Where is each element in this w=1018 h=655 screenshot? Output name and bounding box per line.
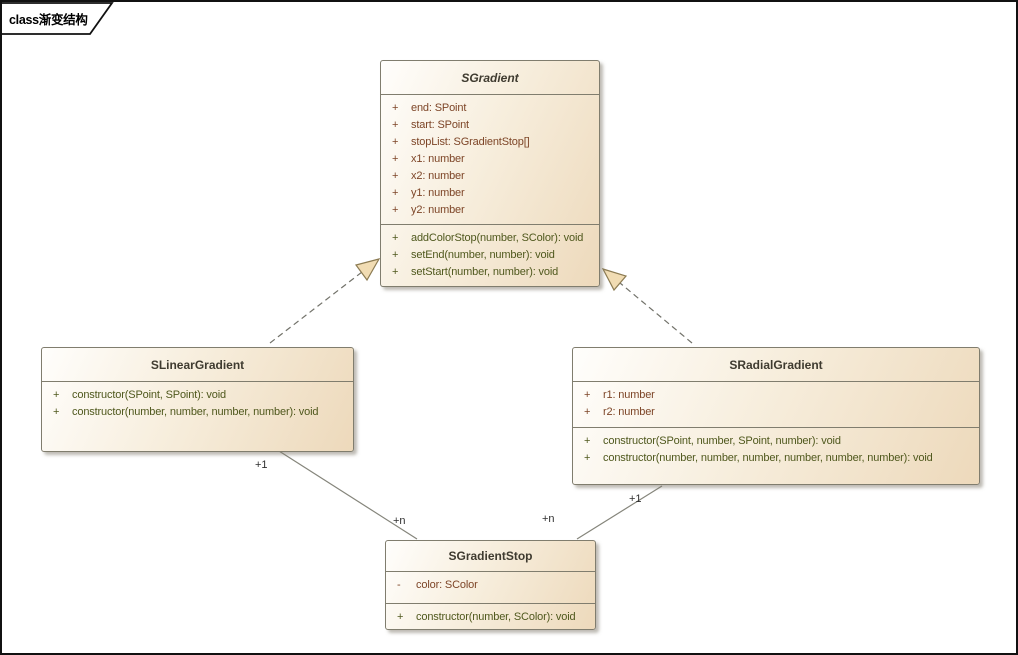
multiplicity-label: +1 xyxy=(629,493,642,505)
visibility: + xyxy=(392,249,399,261)
class-title: SRadialGradient xyxy=(729,357,823,372)
visibility: + xyxy=(584,389,591,401)
visibility: - xyxy=(397,579,401,591)
realization-linear-arrow-icon xyxy=(354,258,381,282)
visibility: + xyxy=(392,204,399,216)
method-signature: constructor(SPoint, SPoint): void xyxy=(72,389,227,401)
visibility: + xyxy=(584,452,591,464)
uml-attribute: + start: SPoint xyxy=(381,117,599,134)
method-signature: constructor(number, number, number, numb… xyxy=(72,406,319,418)
visibility: + xyxy=(392,153,399,165)
uml-method: + setStart(number, number): void xyxy=(381,264,599,281)
uml-attribute: + stopList: SGradientStop[] xyxy=(381,134,599,151)
attribute-signature: y1: number xyxy=(411,187,465,199)
attribute-signature: color: SColor xyxy=(416,579,478,591)
realization-radial-arrow-icon xyxy=(601,268,628,292)
methods-compartment: + constructor(SPoint, SPoint): void + co… xyxy=(42,381,353,451)
method-signature: setStart(number, number): void xyxy=(411,266,559,278)
attribute-signature: start: SPoint xyxy=(411,119,469,131)
visibility: + xyxy=(53,389,60,401)
uml-method: + addColorStop(number, SColor): void xyxy=(381,230,599,247)
uml-method: + constructor(SPoint, number, SPoint, nu… xyxy=(573,433,979,450)
visibility: + xyxy=(392,119,399,131)
visibility: + xyxy=(392,102,399,114)
uml-method: + constructor(number, SColor): void xyxy=(386,609,595,626)
uml-method: + setEnd(number, number): void xyxy=(381,247,599,264)
class-title: SLinearGradient xyxy=(150,357,245,372)
class-sradialgradient[interactable]: SRadialGradient + r1: number + r2: numbe… xyxy=(572,347,980,485)
attributes-compartment: - color: SColor xyxy=(386,571,595,603)
multiplicity-label: +n xyxy=(393,515,406,527)
class-title: SGradientStop xyxy=(448,549,533,563)
realization-radial-line[interactable] xyxy=(619,282,693,344)
visibility: + xyxy=(584,406,591,418)
realization-linear-line[interactable] xyxy=(269,271,363,344)
multiplicity-label: +1 xyxy=(255,459,268,471)
visibility: + xyxy=(53,406,60,418)
method-signature: constructor(SPoint, number, SPoint, numb… xyxy=(603,435,841,447)
diagram-type-label: class渐变结构 xyxy=(9,13,88,27)
methods-compartment: + addColorStop(number, SColor): void + s… xyxy=(381,224,599,286)
attribute-signature: y2: number xyxy=(411,204,465,216)
visibility: + xyxy=(392,232,399,244)
class-slineargradient[interactable]: SLinearGradient + constructor(SPoint, SP… xyxy=(41,347,354,452)
class-title: SGradient xyxy=(461,70,519,85)
attribute-signature: x2: number xyxy=(411,170,465,182)
attribute-signature: x1: number xyxy=(411,153,465,165)
uml-attribute: + r2: number xyxy=(573,404,979,421)
uml-method: + constructor(SPoint, SPoint): void xyxy=(42,387,353,404)
attribute-signature: r2: number xyxy=(603,406,655,418)
method-signature: constructor(number, number, number, numb… xyxy=(603,452,933,464)
attributes-compartment: + end: SPoint + start: SPoint + stopList… xyxy=(381,94,599,224)
visibility: + xyxy=(397,611,404,623)
class-sgradient[interactable]: SGradient + end: SPoint + start: SPoint … xyxy=(380,60,600,287)
visibility: + xyxy=(392,136,399,148)
attribute-signature: end: SPoint xyxy=(411,102,467,114)
association-radial-stop-line[interactable] xyxy=(576,485,663,540)
uml-attribute: + end: SPoint xyxy=(381,100,599,117)
attributes-compartment: + r1: number + r2: number xyxy=(573,381,979,427)
uml-method: + constructor(number, number, number, nu… xyxy=(573,450,979,467)
attribute-signature: stopList: SGradientStop[] xyxy=(411,136,530,148)
method-signature: setEnd(number, number): void xyxy=(411,249,555,261)
visibility: + xyxy=(392,170,399,182)
methods-compartment: + constructor(number, SColor): void xyxy=(386,603,595,629)
method-signature: addColorStop(number, SColor): void xyxy=(411,232,584,244)
attribute-signature: r1: number xyxy=(603,389,655,401)
uml-attribute: - color: SColor xyxy=(386,577,595,594)
association-linear-stop-line[interactable] xyxy=(278,450,418,540)
class-sgradientstop[interactable]: SGradientStop - color: SColor + construc… xyxy=(385,540,596,630)
uml-method: + constructor(number, number, number, nu… xyxy=(42,404,353,421)
frame-tab xyxy=(2,2,114,35)
uml-attribute: + y2: number xyxy=(381,202,599,219)
uml-attribute: + r1: number xyxy=(573,387,979,404)
visibility: + xyxy=(584,435,591,447)
uml-attribute: + y1: number xyxy=(381,185,599,202)
visibility: + xyxy=(392,266,399,278)
method-signature: constructor(number, SColor): void xyxy=(416,611,576,623)
frame-tab-shape xyxy=(2,2,114,35)
methods-compartment: + constructor(SPoint, number, SPoint, nu… xyxy=(573,427,979,484)
uml-attribute: + x1: number xyxy=(381,151,599,168)
uml-attribute: + x2: number xyxy=(381,168,599,185)
multiplicity-label: +n xyxy=(542,513,555,525)
visibility: + xyxy=(392,187,399,199)
